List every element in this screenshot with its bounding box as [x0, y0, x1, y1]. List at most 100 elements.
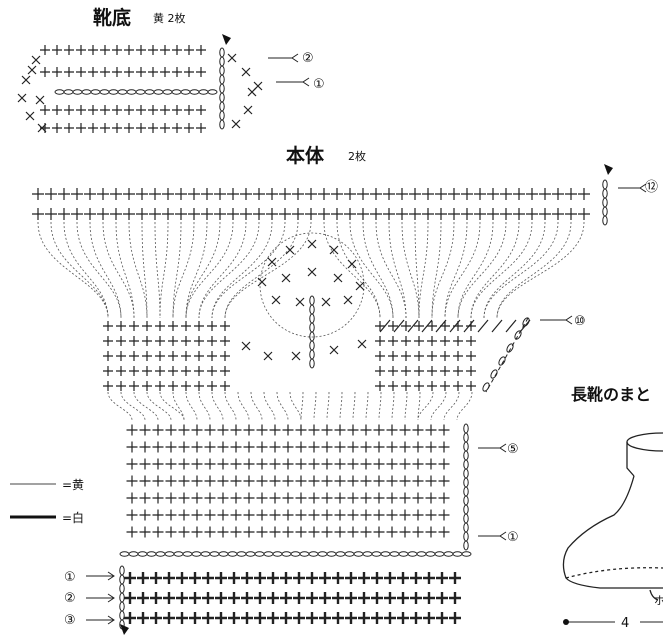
- lower-side-chain: [463, 540, 469, 551]
- fan-line: [128, 221, 148, 319]
- dc-stitch: [181, 366, 191, 376]
- dc-stitch: [334, 492, 346, 504]
- dc-stitch: [124, 105, 134, 115]
- dc-stitch: [256, 475, 268, 487]
- sole-foundation-chain: [135, 89, 146, 95]
- dc-stitch: [399, 492, 411, 504]
- dc-stitch: [399, 509, 411, 521]
- white-dc-stitch: [124, 592, 136, 604]
- lower-side-chain: [463, 495, 469, 506]
- sole-foundation-chain: [81, 89, 92, 95]
- lower-side-chain: [463, 432, 469, 443]
- fan-line: [496, 221, 572, 319]
- fan-line: [418, 221, 429, 319]
- dc-stitch: [220, 351, 230, 361]
- dc-stitch: [191, 441, 203, 453]
- dc-stitch: [422, 208, 434, 220]
- body-row12-chain: [602, 179, 608, 190]
- inset-title: 長靴のまと: [571, 385, 651, 404]
- dc-stitch: [269, 492, 281, 504]
- dc-stitch: [103, 336, 113, 346]
- dc-stitch: [321, 424, 333, 436]
- center-chain: [309, 322, 315, 333]
- chain-stitch: [522, 317, 530, 327]
- dc-stitch: [116, 321, 126, 331]
- foundation-chain: [272, 551, 283, 557]
- dc-stitch: [305, 188, 317, 200]
- dc-stitch: [438, 458, 450, 470]
- dc-stitch: [217, 526, 229, 538]
- dc-stitch: [152, 492, 164, 504]
- fan-line: [365, 391, 369, 421]
- dc-stitch: [112, 45, 122, 55]
- lower-side-chain: [463, 450, 469, 461]
- dc-stitch: [331, 188, 343, 200]
- dc-stitch: [500, 208, 512, 220]
- dc-stitch: [414, 336, 424, 346]
- sc-stitch: [357, 339, 367, 349]
- dc-stitch: [191, 526, 203, 538]
- foundation-chain: [308, 551, 319, 557]
- white-dc-stitch: [410, 572, 422, 584]
- fan-line: [483, 221, 559, 319]
- dc-stitch: [383, 208, 395, 220]
- sole-row-label-2: ②: [302, 51, 314, 66]
- body-row12-chain: [602, 197, 608, 208]
- sc-stitch: [21, 75, 31, 85]
- sole-side-chain: [219, 119, 225, 130]
- dc-stitch: [373, 441, 385, 453]
- dc-stitch: [334, 458, 346, 470]
- slanted-stitch: [463, 319, 475, 333]
- dc-stitch: [168, 351, 178, 361]
- dc-stitch: [136, 188, 148, 200]
- base-side-chain: [119, 565, 125, 576]
- body-row12-chain: [602, 188, 608, 199]
- dc-stitch: [334, 509, 346, 521]
- dc-stitch: [453, 366, 463, 376]
- sc-stitch: [243, 105, 253, 115]
- foundation-chain: [263, 551, 274, 557]
- foundation-chain: [290, 551, 301, 557]
- dc-stitch: [360, 441, 372, 453]
- white-dc-stitch: [384, 572, 396, 584]
- dc-stitch: [220, 336, 230, 346]
- dc-stitch: [386, 526, 398, 538]
- dc-stitch: [172, 45, 182, 55]
- dc-stitch: [168, 336, 178, 346]
- dc-stitch: [152, 475, 164, 487]
- fan-line: [404, 391, 408, 421]
- dc-stitch: [217, 458, 229, 470]
- dc-stitch: [425, 458, 437, 470]
- dc-stitch: [188, 208, 200, 220]
- dc-stitch: [40, 105, 50, 115]
- dc-stitch: [357, 208, 369, 220]
- sole-side-chain: [219, 56, 225, 67]
- dc-stitch: [124, 67, 134, 77]
- foundation-chain: [452, 551, 463, 557]
- lower-side-chain: [463, 531, 469, 542]
- dc-stitch: [388, 336, 398, 346]
- dc-stitch: [412, 492, 424, 504]
- foundation-chain: [353, 551, 364, 557]
- dc-stitch: [399, 475, 411, 487]
- sc-stitch: [241, 341, 251, 351]
- dc-stitch: [240, 188, 252, 200]
- center-chain: [309, 340, 315, 351]
- white-dc-stitch: [384, 612, 396, 624]
- sc-stitch: [35, 95, 45, 105]
- dc-stitch: [295, 441, 307, 453]
- white-dc-stitch: [228, 612, 240, 624]
- white-dc-stitch: [163, 592, 175, 604]
- fan-line: [326, 391, 330, 421]
- dc-stitch: [97, 208, 109, 220]
- foundation-chain: [281, 551, 292, 557]
- dc-stitch: [175, 188, 187, 200]
- fan-line: [444, 221, 468, 319]
- dc-stitch: [438, 475, 450, 487]
- dc-stitch: [412, 441, 424, 453]
- chain-stitch: [490, 369, 498, 379]
- dc-stitch: [318, 188, 330, 200]
- dc-stitch: [318, 208, 330, 220]
- foundation-chain: [245, 551, 256, 557]
